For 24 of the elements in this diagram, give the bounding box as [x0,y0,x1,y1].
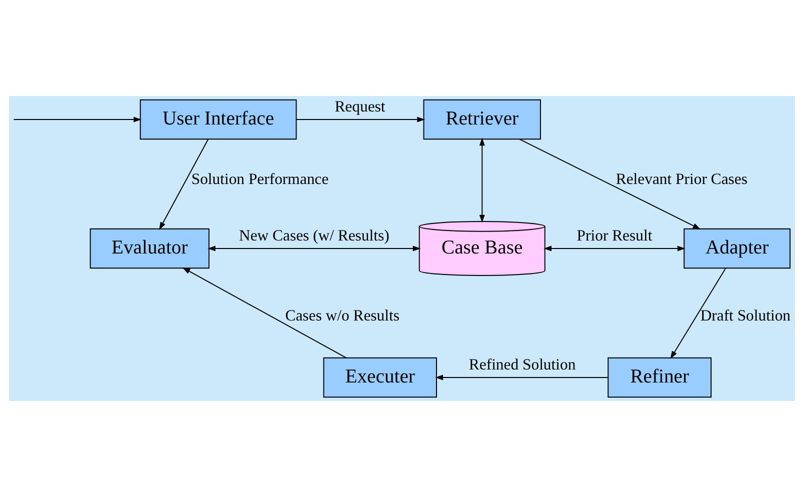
arrow [182,267,346,358]
edge-label: Cases w/o Results [285,306,400,324]
edge-label: Solution Performance [191,170,329,188]
node-box: Adapter [684,228,791,268]
edge-label: New Cases (w/ Results) [238,226,390,244]
edge-label: Refined Solution [468,356,576,373]
arrow [670,267,726,358]
edge-label: Request [334,98,386,115]
arrow [435,374,608,380]
arrow [208,245,421,251]
node-box: Retriever [423,98,541,140]
node-box: User Interface [140,98,297,140]
node-box: Refiner [608,356,712,398]
edge-label: Prior Result [576,226,652,244]
arrow [296,116,425,122]
edge-label: Relevant Prior Cases [616,170,748,188]
node-box: Executer [323,356,437,398]
arrow [159,138,209,230]
arrow [544,245,686,251]
arrow [519,138,701,229]
arrow [13,116,142,122]
node-box: Evaluator [90,228,210,268]
edge-label: Draft Solution [700,306,791,324]
arrow [479,137,485,222]
